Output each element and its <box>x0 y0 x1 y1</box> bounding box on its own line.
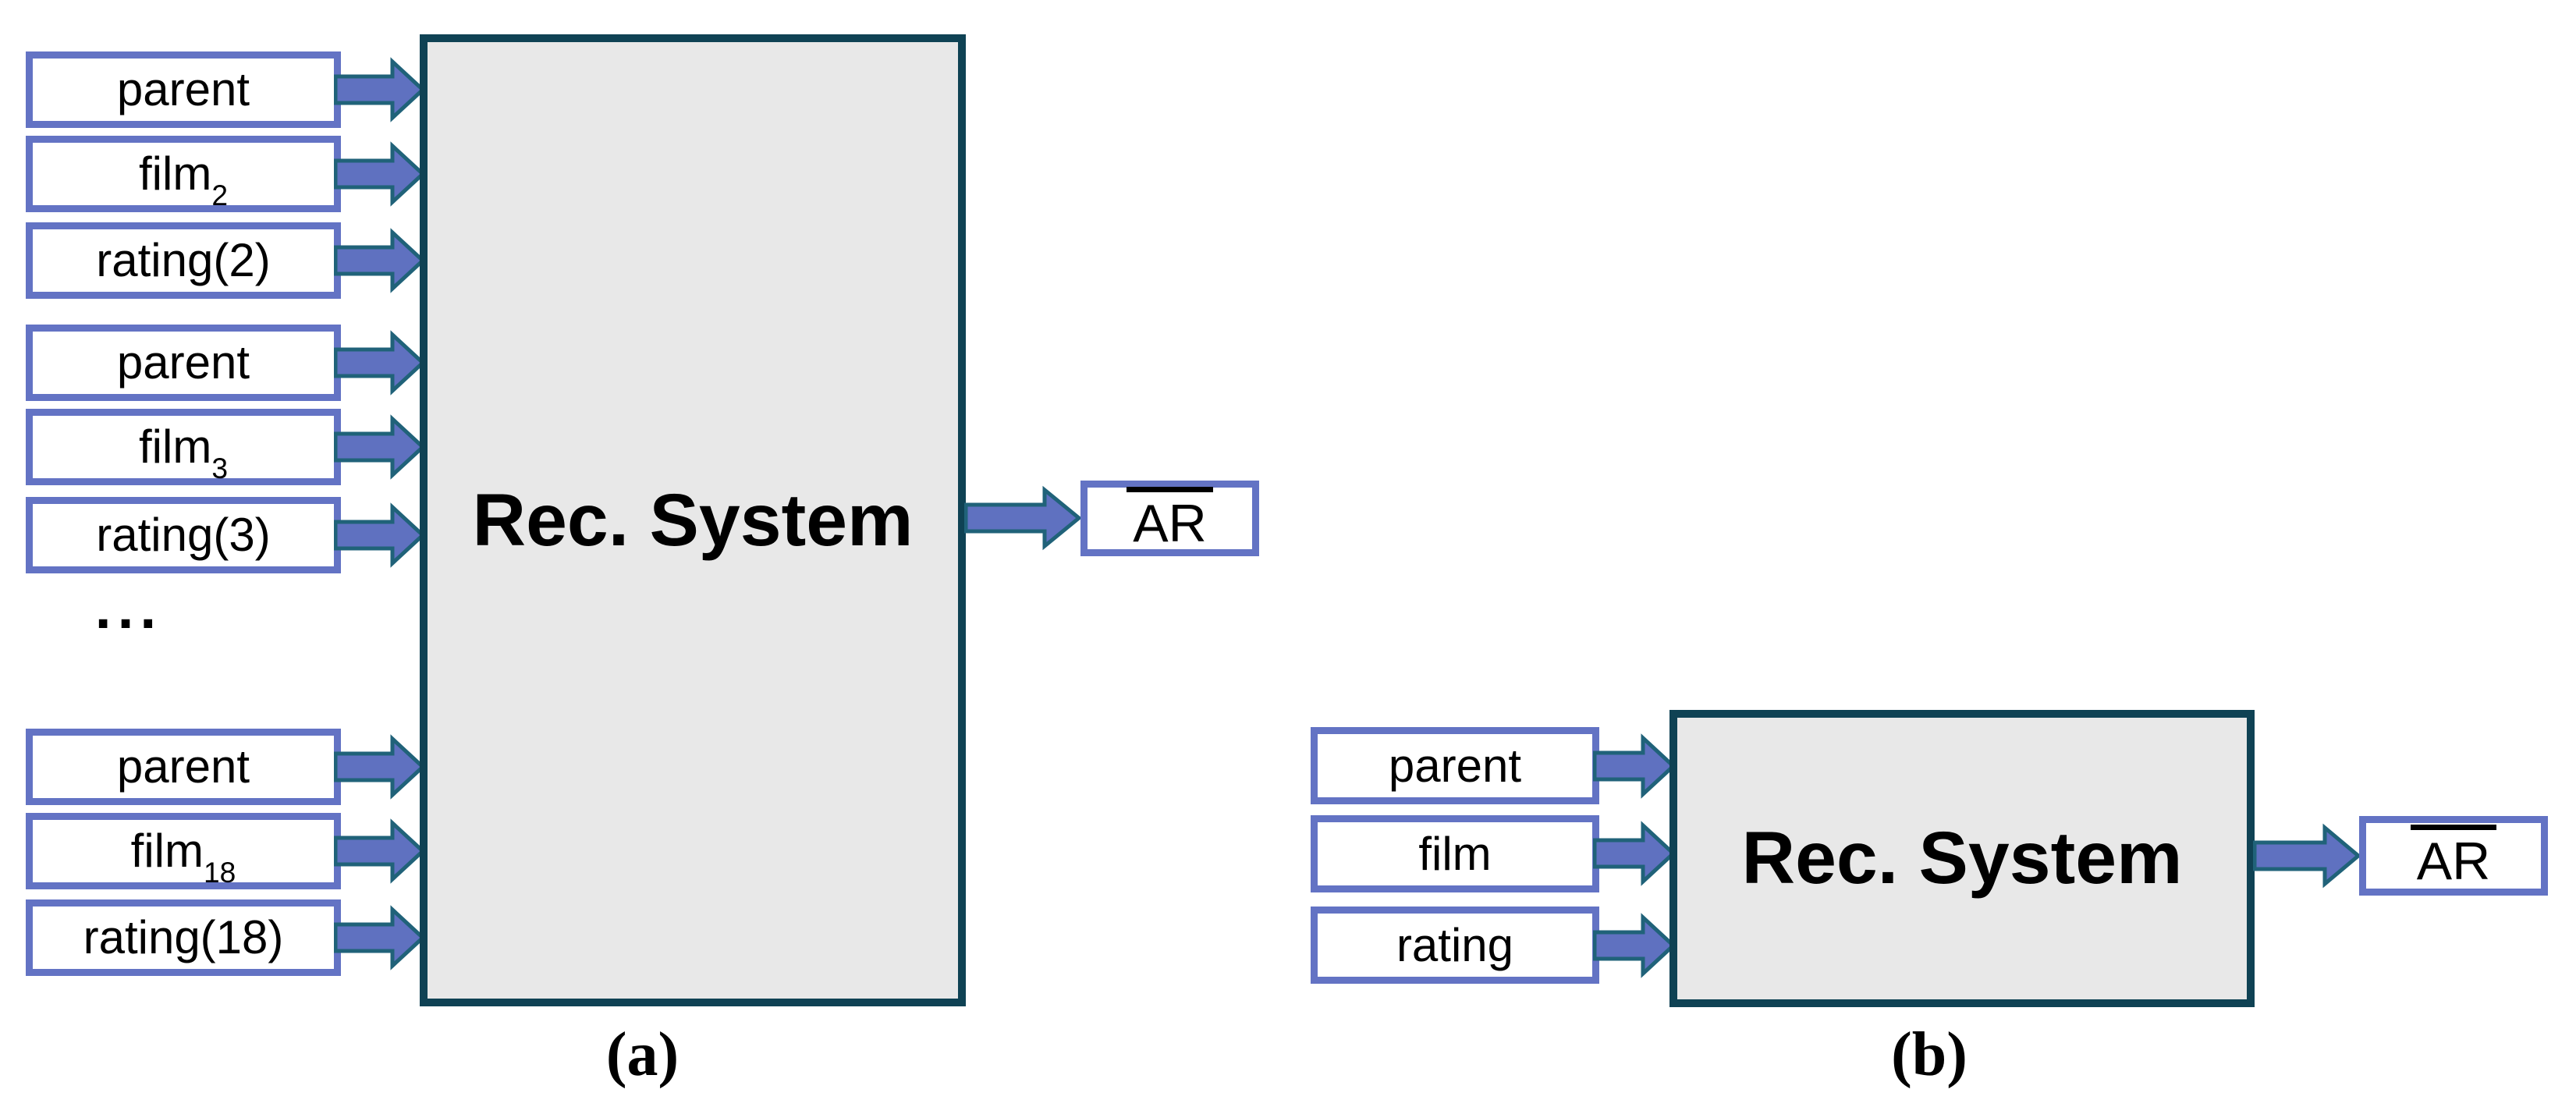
output-box-ar-b: AR <box>2359 816 2548 896</box>
input-label: parent <box>1388 739 1522 792</box>
input-arrow-icon <box>334 141 425 207</box>
input-label: film3 <box>139 420 228 484</box>
input-arrow-icon <box>1593 821 1676 886</box>
output-box-ar-a: AR <box>1080 481 1259 556</box>
input-arrow-icon <box>334 502 425 568</box>
ar-label: AR <box>1127 487 1213 550</box>
rec-system-box-b: Rec. System <box>1669 710 2255 1007</box>
input-arrow-icon <box>334 818 425 884</box>
input-arrow-icon <box>334 414 425 480</box>
rec-system-label: Rec. System <box>1741 817 2183 899</box>
input-box-film2: film2 <box>26 136 341 212</box>
ar-label: AR <box>2410 824 2497 888</box>
input-label: parent <box>116 63 250 115</box>
caption-b: (b) <box>1891 1020 1967 1089</box>
input-box-parent-a2: parent <box>26 325 341 401</box>
input-box-parent-b: parent <box>1311 727 1599 804</box>
output-arrow-icon <box>2253 823 2361 889</box>
input-box-rating18: rating(18) <box>26 899 341 976</box>
input-label: rating(3) <box>96 509 271 561</box>
input-box-rating2: rating(2) <box>26 222 341 299</box>
input-label: rating <box>1396 918 1514 971</box>
input-label: parent <box>116 336 250 389</box>
input-label: rating(2) <box>96 234 271 286</box>
rec-system-box-a: Rec. System <box>420 34 966 1006</box>
input-arrow-icon <box>334 905 425 970</box>
input-box-film18: film18 <box>26 813 341 889</box>
input-box-rating-b: rating <box>1311 907 1599 984</box>
input-arrow-icon <box>334 228 425 293</box>
input-label: rating(18) <box>83 911 284 963</box>
input-label: film2 <box>139 147 228 211</box>
input-box-rating3: rating(3) <box>26 497 341 573</box>
input-box-parent-a1: parent <box>26 51 341 128</box>
input-arrow-icon <box>1593 913 1676 978</box>
output-arrow-icon <box>964 485 1081 551</box>
input-box-film-b: film <box>1311 815 1599 892</box>
rec-system-label: Rec. System <box>472 478 914 562</box>
ellipsis: ... <box>94 575 163 640</box>
input-label: film <box>1418 827 1492 880</box>
input-box-film3: film3 <box>26 409 341 485</box>
input-arrow-icon <box>334 330 425 396</box>
input-arrow-icon <box>334 734 425 800</box>
input-label: parent <box>116 740 250 793</box>
caption-a: (a) <box>605 1020 679 1089</box>
input-label: film18 <box>130 825 236 889</box>
input-box-parent-a3: parent <box>26 729 341 805</box>
input-arrow-icon <box>1593 733 1676 799</box>
input-arrow-icon <box>334 57 425 122</box>
